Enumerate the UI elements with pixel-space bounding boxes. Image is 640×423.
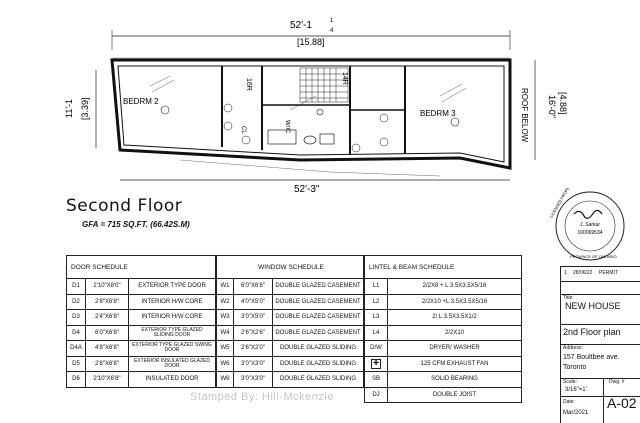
- stairs: [299, 67, 349, 103]
- dim-bottom: 52'-3": [294, 184, 320, 195]
- svg-text:4: 4: [330, 28, 334, 34]
- svg-text:PROVINCE OF ONTARIO: PROVINCE OF ONTARIO: [570, 254, 617, 259]
- exhaust-fan-icon: ✚: [371, 358, 381, 369]
- lintel-schedule-header: LINTEL & BEAM SCHEDULE: [364, 255, 522, 279]
- window-schedule-header: WINDOW SCHEDULE: [216, 255, 364, 279]
- svg-text:1: 1: [330, 18, 334, 24]
- svg-text:J. Sarkar: J. Sarkar: [580, 222, 600, 228]
- dim-left: 11'-1: [64, 99, 74, 118]
- gfa-label: GFA = 715 SQ.FT. (66.42S.M): [82, 220, 190, 229]
- dim-left-metric: [3.39]: [80, 97, 90, 120]
- engineer-stamp: J. Sarkar 100069534 LICENSED PROFESSIONA…: [549, 188, 625, 261]
- drawing-number: A-02: [607, 395, 637, 411]
- watermark: Stamped By: Hill-Mckenzie: [190, 391, 334, 403]
- floor-plan: 52'-1 1 4 [15.88] 11'-1 [3.39] 16'-0" [4…: [64, 18, 568, 195]
- dim-top: 52'-1: [290, 20, 312, 31]
- project-name: NEW HOUSE: [565, 301, 621, 311]
- title-row: Title: NEW HOUSE: [561, 294, 640, 325]
- dim-right-metric: [4.88]: [558, 92, 568, 115]
- bathtub: [267, 129, 297, 145]
- address-row: Address: 157 Boultbee ave. Toronto: [561, 344, 640, 379]
- closet-label: CL: [240, 126, 246, 134]
- dim-top-metric: [15.88]: [297, 37, 325, 47]
- scale-row: Scale: 3/16"=1' Dwg. #: [561, 378, 640, 397]
- vanity: [319, 133, 335, 145]
- title-block: 1 28/06/22 PERMIT Title: NEW HOUSE 2nd F…: [560, 266, 640, 423]
- wic-label: W/IC: [284, 120, 290, 134]
- stair-up-label: 14R: [341, 72, 348, 85]
- stair-dn-label: 16R: [245, 78, 252, 91]
- svg-text:100069534: 100069534: [577, 230, 602, 236]
- roof-below-label: ROOF BELOW: [520, 88, 529, 143]
- sheet-name: 2nd Floor plan: [563, 327, 621, 337]
- room-bedroom-2: BEDRM 2: [123, 97, 159, 106]
- table-row: ✚125 CFM EXHAUST FAN: [364, 355, 522, 372]
- door-schedule-header: DOOR SCHEDULE: [66, 255, 216, 279]
- toilet: [303, 135, 317, 145]
- drawing-title: Second Floor: [66, 196, 183, 216]
- dim-right: 16'-0": [547, 95, 557, 118]
- room-bedroom-3: BEDRM 3: [420, 109, 456, 118]
- date-row: Date: Mar/2021 A-02: [563, 395, 637, 416]
- revision-row: 1 28/06/22 PERMIT: [561, 266, 640, 282]
- sheet-name-row: 2nd Floor plan: [561, 324, 640, 345]
